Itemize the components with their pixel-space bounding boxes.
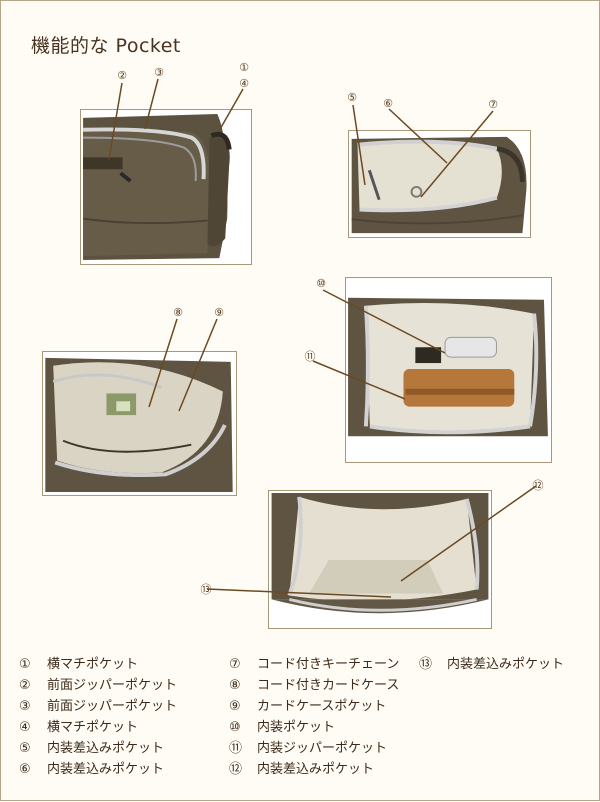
card-case-image xyxy=(43,352,236,495)
callout-12: ⑫ xyxy=(533,479,544,492)
photo-card-case xyxy=(42,351,237,496)
interior-wallet-image xyxy=(346,278,551,462)
callout-1: ① xyxy=(239,61,249,74)
callout-4: ④ xyxy=(239,77,249,90)
callout-5: ⑤ xyxy=(347,91,357,104)
callout-9: ⑨ xyxy=(214,306,224,319)
bag-exterior-image xyxy=(81,110,251,264)
photo-bag-open-top xyxy=(348,130,531,238)
photo-interior-slip xyxy=(268,490,492,629)
callout-6: ⑥ xyxy=(383,97,393,110)
page-title: 機能的な Pocket xyxy=(31,35,181,57)
callout-7: ⑦ xyxy=(488,98,498,111)
interior-slip-image xyxy=(269,491,491,628)
photo-bag-exterior xyxy=(80,109,252,265)
callout-13: ⑬ xyxy=(201,583,212,596)
callout-10: ⑩ xyxy=(316,277,326,290)
callout-11: ⑪ xyxy=(305,350,316,363)
bag-open-top-image xyxy=(349,131,530,237)
callout-2: ② xyxy=(117,69,127,82)
callout-8: ⑧ xyxy=(173,306,183,319)
photo-interior-wallet xyxy=(345,277,552,463)
callout-3: ③ xyxy=(154,66,164,79)
